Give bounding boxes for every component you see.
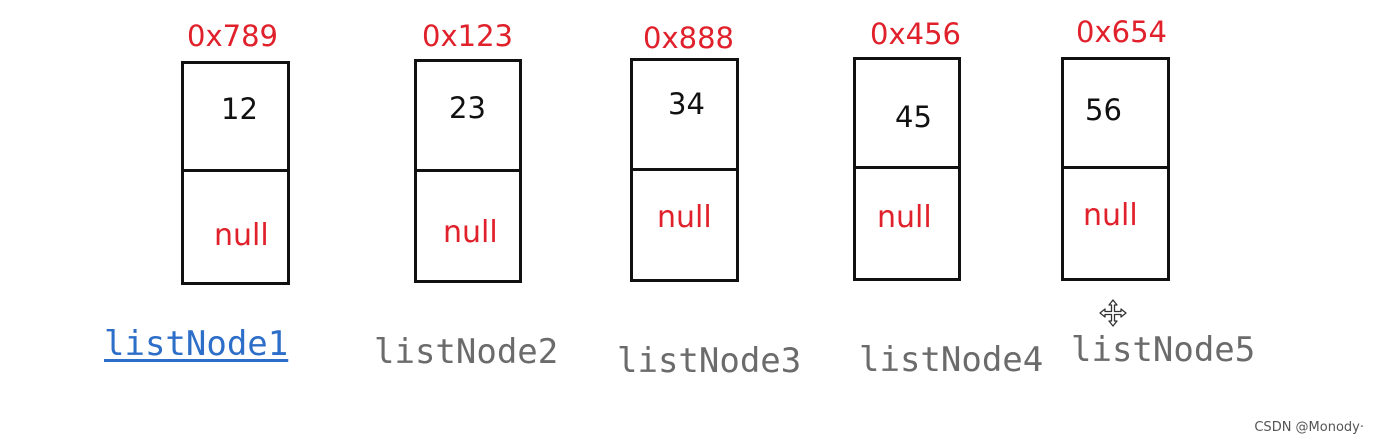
watermark: CSDN @Monody· [1254, 420, 1364, 435]
node-box [853, 57, 961, 281]
node-divider [414, 169, 522, 172]
node-value: 34 [668, 87, 705, 121]
node-divider [1061, 166, 1170, 169]
node-box [181, 61, 290, 285]
variable-name[interactable]: listNode5 [1071, 330, 1256, 370]
variable-name[interactable]: listNode1 [104, 324, 289, 364]
node-next: null [877, 200, 932, 235]
node-address: 0x789 [187, 19, 278, 53]
node-box [414, 59, 522, 283]
node-divider [853, 166, 961, 169]
node-address: 0x888 [643, 21, 734, 55]
node-box [1061, 57, 1170, 281]
move-cursor-icon [1099, 299, 1127, 327]
node-address: 0x456 [870, 17, 961, 51]
node-next: null [1083, 198, 1138, 233]
node-next: null [214, 218, 269, 253]
node-address: 0x654 [1076, 15, 1167, 49]
variable-name[interactable]: listNode2 [374, 332, 559, 372]
node-value: 56 [1085, 93, 1122, 127]
node-address: 0x123 [422, 19, 513, 53]
variable-name[interactable]: listNode4 [859, 340, 1044, 380]
node-value: 12 [221, 92, 258, 126]
node-divider [630, 168, 739, 171]
node-value: 45 [895, 100, 932, 134]
node-value: 23 [449, 91, 486, 125]
node-box [630, 58, 739, 282]
node-next: null [443, 215, 498, 250]
variable-name[interactable]: listNode3 [617, 341, 802, 381]
node-divider [181, 169, 290, 172]
node-next: null [657, 200, 712, 235]
